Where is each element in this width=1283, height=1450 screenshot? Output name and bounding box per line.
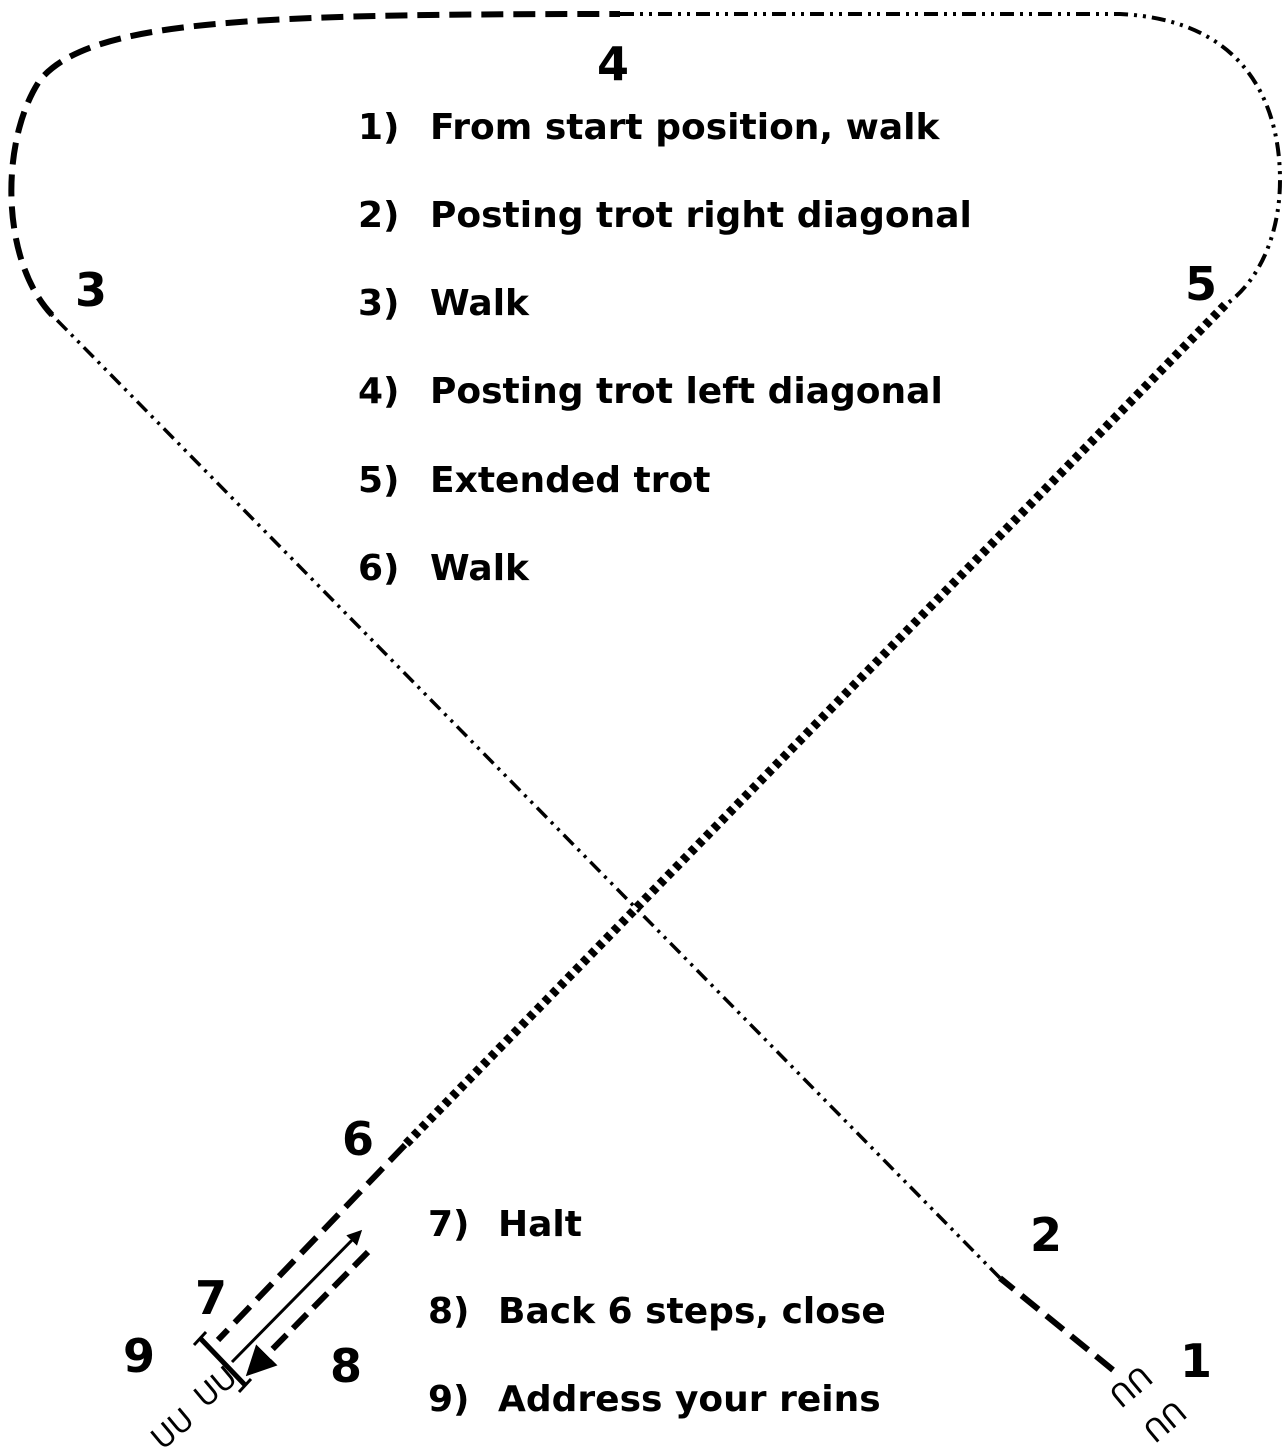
- marker-5: 5: [1185, 257, 1217, 311]
- route-walk-end: [215, 1142, 408, 1343]
- instruction-1-text: From start position, walk: [430, 107, 941, 148]
- instruction-8-num: 8): [428, 1291, 470, 1332]
- marker-8: 8: [330, 1339, 362, 1393]
- hoofprint-finish-2: ᑎᑎ: [143, 1400, 199, 1450]
- instructions-top: 1) From start position, walk 2) Posting …: [358, 107, 972, 589]
- marker-3: 3: [75, 263, 107, 317]
- instruction-6-num: 6): [358, 548, 400, 589]
- instruction-7-num: 7): [428, 1204, 470, 1245]
- instruction-6-text: Walk: [430, 548, 530, 589]
- instruction-9-text: Address your reins: [498, 1379, 881, 1420]
- route-extended-trot: [401, 301, 1229, 1149]
- halt-bar-cap-bottom: [237, 1377, 253, 1394]
- route-trot-right-diagonal: [50, 313, 1002, 1280]
- marker-4: 4: [597, 37, 629, 91]
- instruction-4-text: Posting trot left diagonal: [430, 371, 943, 412]
- instruction-9-num: 9): [428, 1379, 470, 1420]
- instruction-4-num: 4): [358, 371, 400, 412]
- route-walk-loop: [8, 11, 621, 318]
- backup-forward-arrow: [230, 1229, 363, 1364]
- instruction-1-num: 1): [358, 107, 400, 148]
- marker-7: 7: [195, 1271, 227, 1325]
- instruction-5-num: 5): [358, 460, 400, 501]
- marker-1: 1: [1180, 1334, 1212, 1388]
- hoofprint-finish-1: ᑎᑎ: [186, 1358, 242, 1413]
- hoofprint-start-2: ᑎᑎ: [1138, 1395, 1194, 1450]
- marker-6: 6: [342, 1112, 374, 1166]
- instruction-8-text: Back 6 steps, close: [498, 1291, 886, 1332]
- instruction-5-text: Extended trot: [430, 460, 710, 501]
- instruction-7-text: Halt: [498, 1204, 582, 1245]
- marker-9: 9: [123, 1329, 155, 1383]
- marker-2: 2: [1030, 1208, 1062, 1262]
- route-trot-left-diagonal: [620, 12, 1283, 307]
- instructions-bottom: 7) Halt 8) Back 6 steps, close 9) Addres…: [428, 1204, 886, 1420]
- halt-bar: [198, 1336, 247, 1387]
- instruction-2-num: 2): [358, 195, 400, 236]
- instruction-3-text: Walk: [430, 283, 530, 324]
- instruction-2-text: Posting trot right diagonal: [430, 195, 972, 236]
- instruction-3-num: 3): [358, 283, 400, 324]
- route-walk-start: [998, 1275, 1115, 1373]
- halt-bar-cap-top: [192, 1330, 208, 1347]
